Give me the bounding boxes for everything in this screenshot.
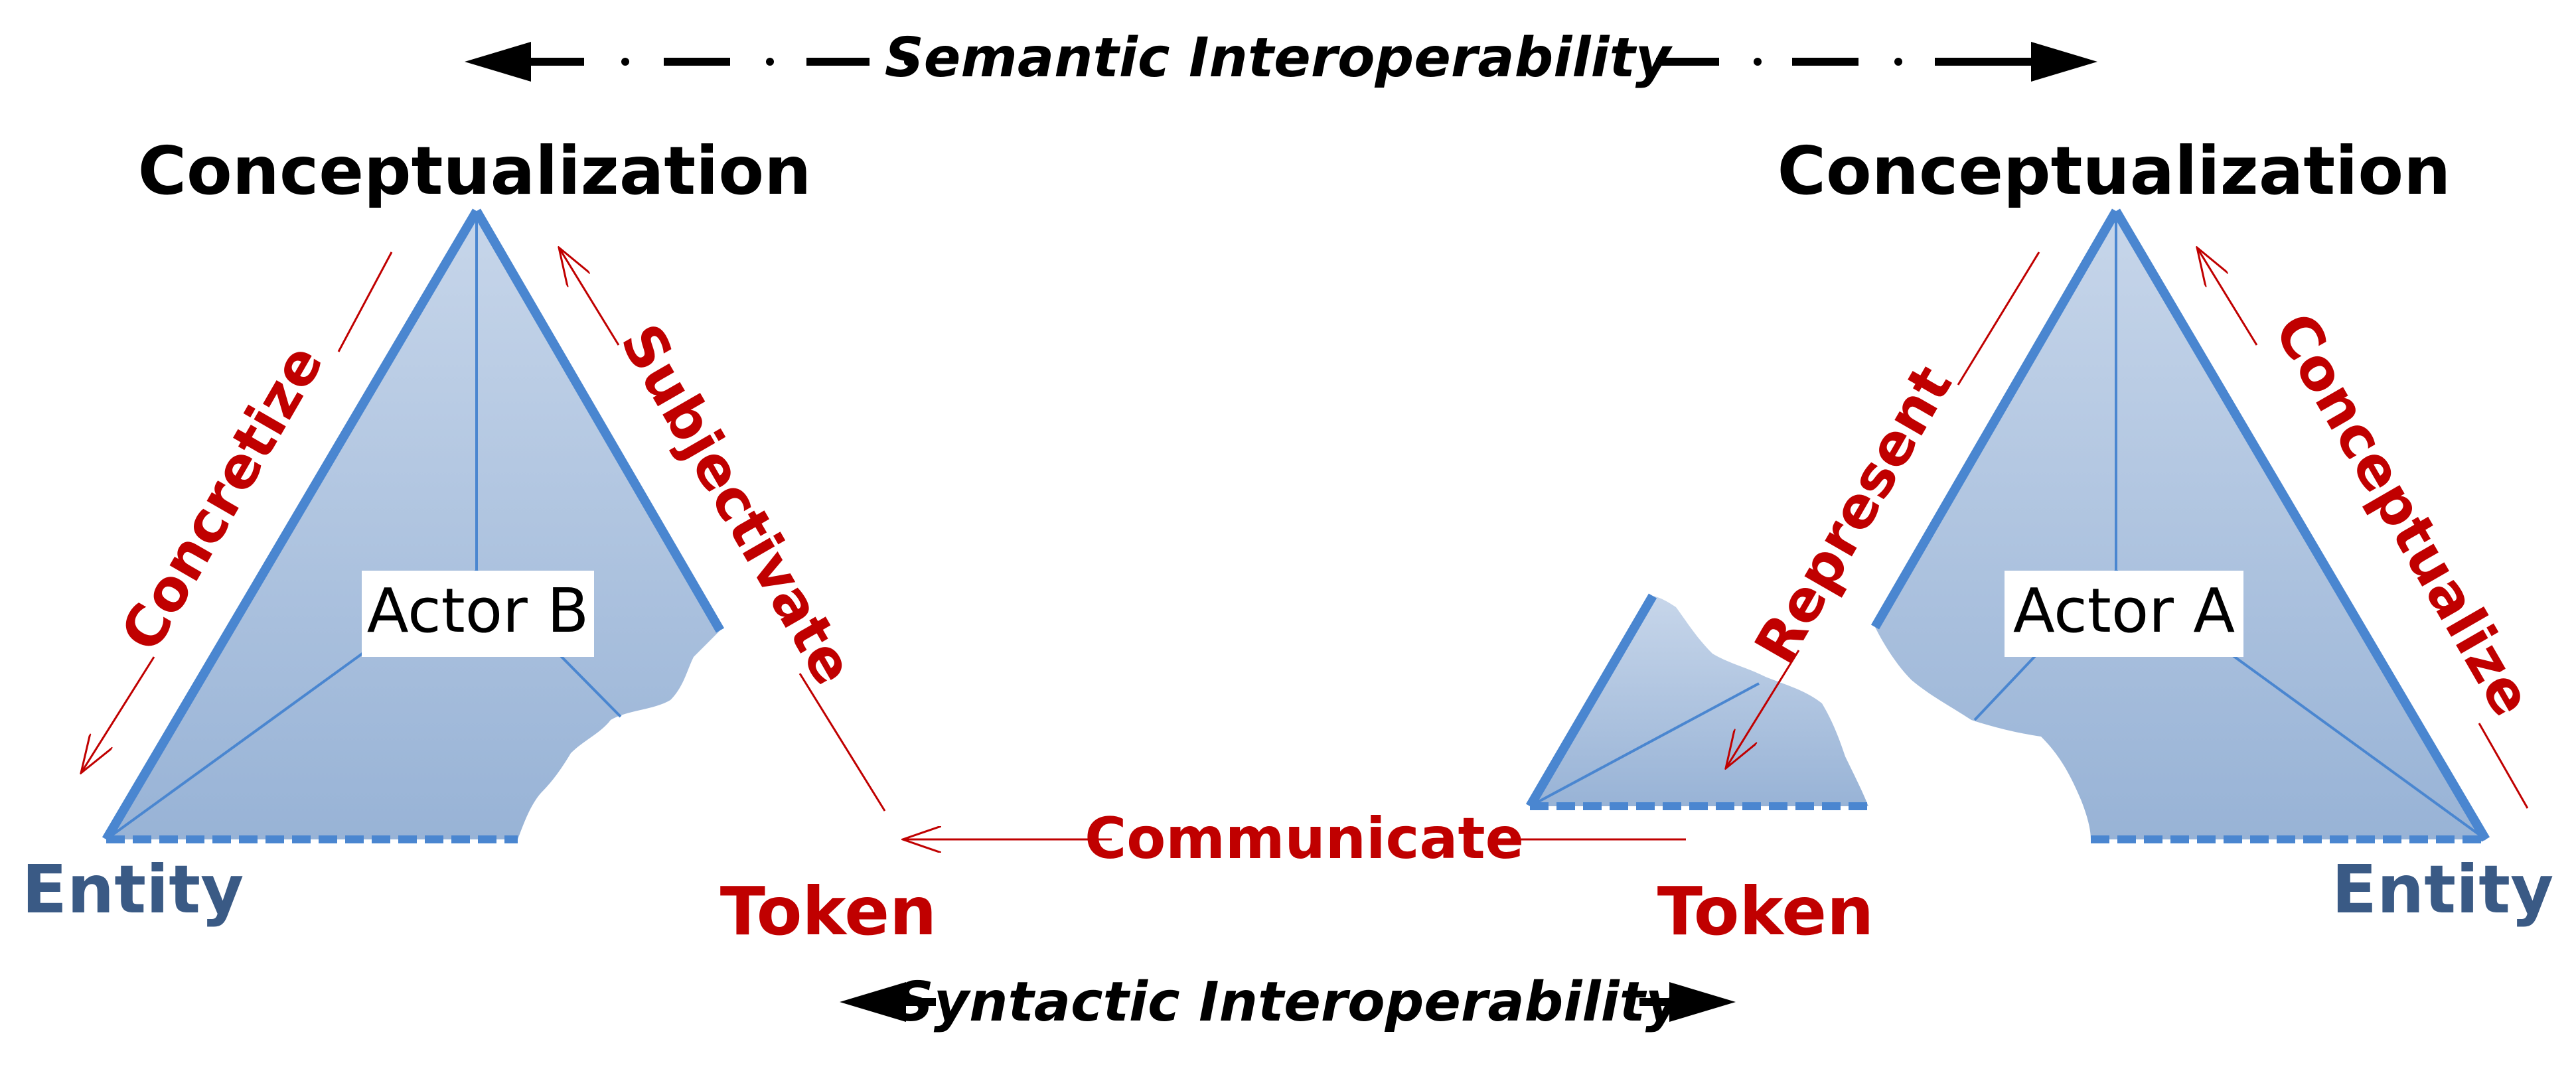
- semantic-interoperability-arrow: [465, 42, 2097, 82]
- actor-a-left-edge: [1870, 208, 2121, 630]
- semantic-interoperability-label: Semantic Interoperability: [885, 27, 1673, 90]
- actor-a-right-edge: [2111, 208, 2490, 842]
- conceptualize-arrow: [2197, 248, 2529, 809]
- syntactic-interoperability-arrow: [840, 982, 1736, 1022]
- actor-a-label: Actor A: [2013, 575, 2235, 646]
- syntactic-interoperability-label: Syntactic Interoperability: [895, 971, 1683, 1034]
- syntactic-arrowhead-left: [840, 982, 906, 1022]
- represent-arrow: [1726, 251, 2040, 768]
- semantic-arrowhead-right: [2031, 42, 2097, 82]
- actor-a-conceptualization-label: Conceptualization: [1778, 132, 2451, 210]
- actor-b-token-label: Token: [720, 873, 937, 950]
- actor-b-conceptualization-label: Conceptualization: [138, 132, 812, 210]
- syntactic-arrowhead-right: [1669, 982, 1736, 1022]
- token-fragment-body: [1530, 596, 1868, 806]
- semantic-arrowhead-left: [465, 42, 531, 82]
- actor-b-entity-label: Entity: [22, 851, 244, 928]
- actor-b-right-edge: [472, 208, 725, 633]
- token-fragment: [1525, 593, 1868, 810]
- communicate-label: Communicate: [1085, 806, 1524, 872]
- actor-a-label-box: [2005, 571, 2243, 657]
- actor-b-pyramid: Actor B: [102, 208, 725, 843]
- actor-a-token-label: Token: [1657, 873, 1874, 950]
- actor-a-pyramid: Actor A: [1870, 208, 2490, 843]
- actor-b-label: Actor B: [367, 575, 589, 646]
- actor-a-entity-label: Entity: [2332, 851, 2554, 928]
- concretize-arrow: [81, 251, 393, 773]
- actor-b-label-box: [362, 571, 594, 657]
- actor-b-left-edge: [102, 208, 481, 842]
- subjectivate-arrow: [559, 248, 886, 812]
